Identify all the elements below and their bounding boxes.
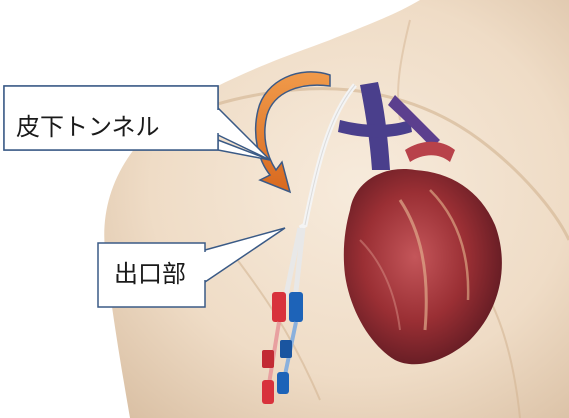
- torso: [104, 0, 569, 418]
- blue-lumen-hub: [289, 292, 303, 322]
- exit-site-label: 出口部: [114, 262, 186, 286]
- red-lumen-hub: [272, 292, 286, 322]
- tunnel-label: 皮下トンネル: [16, 115, 160, 139]
